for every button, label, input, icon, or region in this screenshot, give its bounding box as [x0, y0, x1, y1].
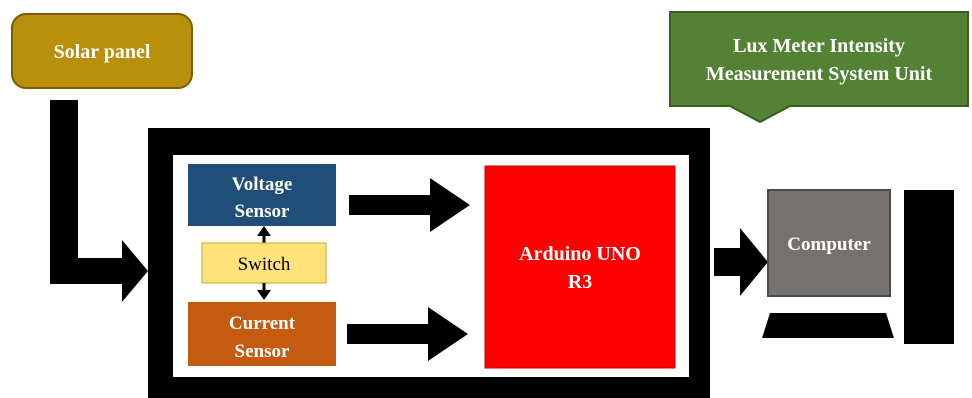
arduino-node: Arduino UNO R3 [484, 165, 676, 369]
double-arrow-up-head [257, 226, 271, 236]
callout-line-1: Lux Meter Intensity [733, 35, 905, 57]
solar-connector-shape [50, 100, 148, 302]
computer-arrow-shape [714, 228, 768, 296]
voltage-arrow-shape [349, 178, 470, 232]
computer-label: Computer [787, 234, 871, 255]
current-sensor-box [188, 302, 336, 366]
arduino-line-1: Arduino UNO [519, 243, 641, 265]
voltage-sensor-line-1: Voltage [232, 174, 293, 195]
voltage-sensor-node: Voltage Sensor [188, 164, 336, 226]
voltage-sensor-box [188, 164, 336, 226]
computer-node: Computer [762, 189, 954, 344]
switch-current-double-arrow [257, 283, 271, 300]
computer-monitor [767, 189, 891, 297]
voltage-sensor-line-2: Sensor [235, 201, 290, 222]
callout-shape [669, 11, 969, 124]
solar-panel-node: Solar panel [11, 13, 193, 89]
voltage-switch-double-arrow [257, 226, 271, 243]
computer-tower [904, 190, 954, 344]
solar-panel-label: Solar panel [54, 41, 151, 63]
callout-line-2: Measurement System Unit [706, 63, 933, 85]
computer-keyboard-shape [762, 313, 894, 338]
double-arrow-down-head [257, 290, 271, 300]
arduino-box [484, 165, 676, 369]
switch-label: Switch [238, 254, 291, 275]
current-arrow-shape [347, 307, 468, 361]
system-unit-callout: Lux Meter Intensity Measurement System U… [669, 11, 969, 124]
switch-node: Switch [201, 242, 327, 284]
current-sensor-node: Current Sensor [188, 302, 336, 366]
current-sensor-line-1: Current [229, 313, 296, 334]
current-to-arduino-arrow [347, 307, 468, 361]
solar-to-enclosure-arrow [50, 100, 148, 302]
arduino-line-2: R3 [568, 271, 592, 293]
current-sensor-line-2: Sensor [235, 341, 290, 362]
enclosure-to-computer-arrow [714, 228, 768, 296]
voltage-to-arduino-arrow [349, 178, 470, 232]
switch-box [201, 242, 327, 284]
solar-panel-box [11, 13, 193, 89]
